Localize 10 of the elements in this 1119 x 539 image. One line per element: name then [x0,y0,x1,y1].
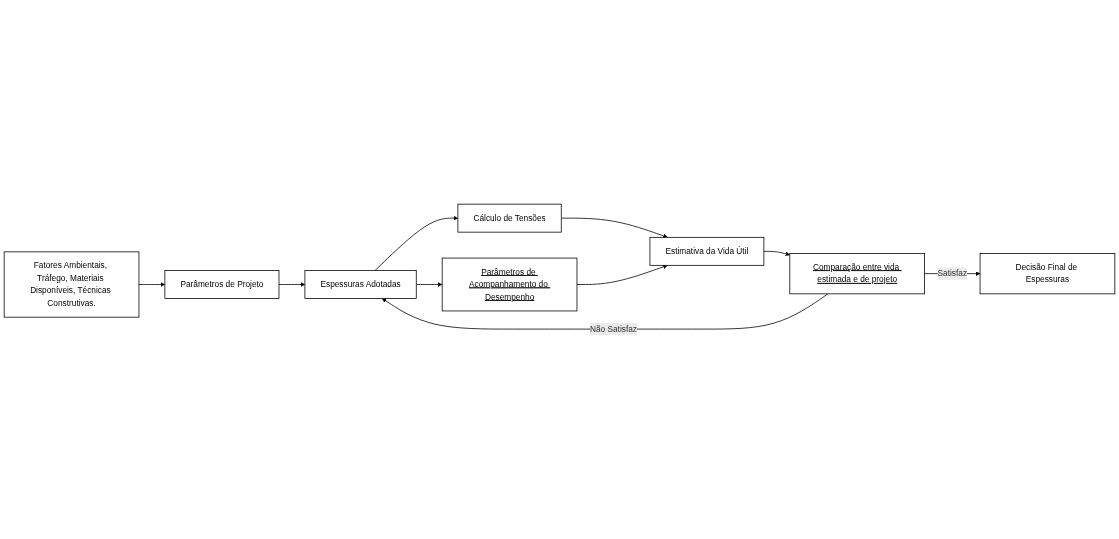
node-box: Estimativa da Vida Útil [649,236,765,266]
node-box: Cálculo de Tensões [457,203,562,233]
node-box: Parâmetros de Projeto [164,269,280,299]
node-box: Espessuras Adotadas [304,269,417,299]
node-box: Decisão Final de Espessuras [979,252,1116,294]
edge-label: Satisfaz [937,268,968,278]
node-box: Fatores Ambientais, Tráfego, Materiais Disponíveis, Técnicas Construtivas. [3,251,140,318]
edge-label: Não Satisfaz [589,324,637,334]
node-box: Parâmetros de Acompanhamento do Desempenho [441,257,578,312]
node-box: Comparação entre vida estimada e de projeto [789,252,925,294]
